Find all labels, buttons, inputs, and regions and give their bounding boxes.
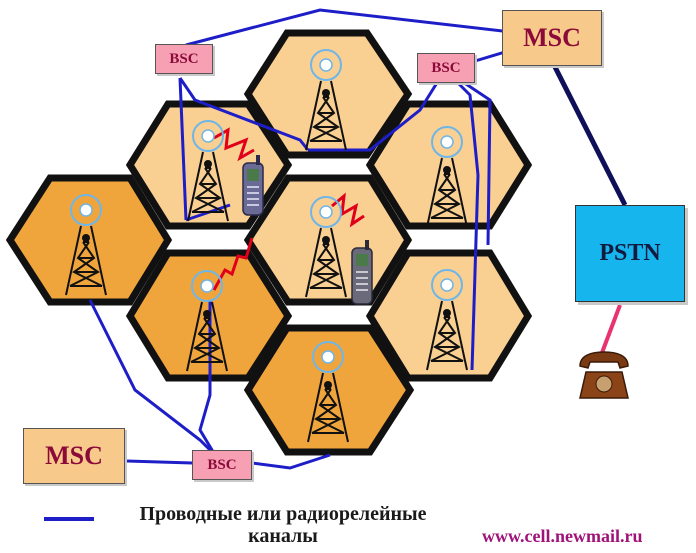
msc-bottom-box: MSC bbox=[23, 428, 125, 484]
radio-link-center bbox=[331, 192, 365, 228]
bsc-left-box: BSC bbox=[155, 44, 213, 74]
tower-icon bbox=[305, 49, 347, 151]
pstn-box: PSTN bbox=[575, 205, 685, 302]
legend-text-line2: каналы bbox=[248, 525, 318, 547]
legend-text: Проводные или радиорелейные каналы bbox=[108, 503, 458, 547]
radio-links bbox=[212, 127, 365, 291]
telephone-icon bbox=[579, 351, 629, 399]
link-msc-top-backbone bbox=[185, 8, 556, 47]
link-bsc-bottom-msc bbox=[124, 459, 193, 465]
tower-icon bbox=[426, 269, 468, 371]
radio-link-upper bbox=[213, 127, 255, 162]
tower-icon bbox=[65, 194, 107, 296]
link-bsc-right-top bbox=[308, 69, 447, 152]
legend-line-sample bbox=[44, 517, 94, 521]
tower-icon bbox=[307, 341, 349, 443]
pstn-label: PSTN bbox=[599, 240, 661, 266]
link-bsc-left-tower-b bbox=[178, 77, 310, 151]
bsc-left-label: BSC bbox=[169, 50, 199, 67]
link-bsc-right-tower-lr bbox=[470, 174, 480, 371]
radio-link-diagonal bbox=[212, 237, 254, 291]
link-tower-left-bsc bbox=[88, 299, 217, 457]
msc-top-label: MSC bbox=[523, 23, 581, 52]
mobile-phone-icon bbox=[242, 155, 264, 216]
link-msc-pstn bbox=[552, 65, 628, 207]
bsc-bottom-label: BSC bbox=[207, 456, 237, 473]
tower-icon bbox=[186, 270, 228, 372]
link-bsc-bottom-tower bbox=[251, 453, 331, 470]
tower-icon bbox=[187, 120, 229, 222]
link-bsc-left-tower-a bbox=[178, 77, 188, 221]
towers bbox=[65, 49, 468, 443]
tower-icon bbox=[426, 126, 468, 228]
msc-top-box: MSC bbox=[502, 10, 602, 66]
msc-bottom-label: MSC bbox=[45, 441, 103, 470]
tower-icon bbox=[305, 196, 347, 298]
link-pstn-phone bbox=[598, 304, 622, 359]
mobile-phone-icon bbox=[351, 240, 373, 305]
bsc-right-label: BSC bbox=[431, 59, 461, 76]
cell-upper-right bbox=[365, 100, 533, 230]
legend-text-line1: Проводные или радиорелейные bbox=[139, 503, 427, 525]
bsc-bottom-box: BSC bbox=[192, 450, 252, 480]
site-url: www.cell.newmail.ru bbox=[482, 526, 643, 546]
bsc-right-box: BSC bbox=[417, 53, 475, 83]
